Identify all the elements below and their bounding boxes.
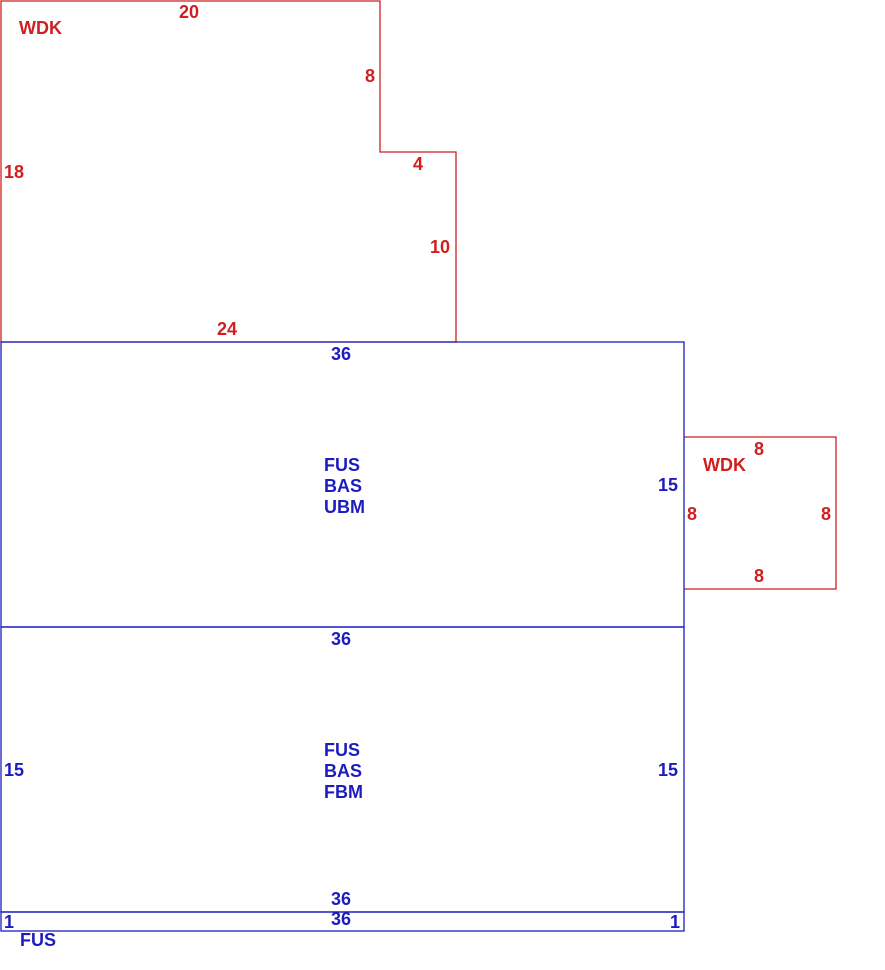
upper-deck-code: WDK bbox=[19, 18, 62, 38]
upper-section-code-2: BAS bbox=[324, 476, 362, 496]
upper-deck-step-dim: 4 bbox=[413, 154, 423, 174]
upper-deck-left-dim: 18 bbox=[4, 162, 24, 182]
side-deck-right-dim: 8 bbox=[821, 504, 831, 524]
lower-section-right-dim: 15 bbox=[658, 760, 678, 780]
upper-section-top-dim: 36 bbox=[331, 344, 351, 364]
strip-right-dim: 1 bbox=[670, 912, 680, 932]
upper-deck-outline bbox=[0, 0, 457, 343]
lower-section-top-dim: 36 bbox=[331, 629, 351, 649]
lower-section-code-2: BAS bbox=[324, 761, 362, 781]
upper-deck-notch-dim: 8 bbox=[365, 66, 375, 86]
side-deck-outline bbox=[684, 436, 837, 590]
upper-section-code-1: FUS bbox=[324, 455, 360, 475]
lower-section-code-3: FBM bbox=[324, 782, 363, 802]
side-deck-left-dim: 8 bbox=[687, 504, 697, 524]
upper-deck-top-dim: 20 bbox=[179, 2, 199, 22]
strip-outline bbox=[0, 911, 685, 932]
side-deck-code: WDK bbox=[703, 455, 746, 475]
side-deck-bottom-dim: 8 bbox=[754, 566, 764, 586]
side-deck-top-dim: 8 bbox=[754, 439, 764, 459]
lower-section-left-dim: 15 bbox=[4, 760, 24, 780]
lower-section-bottom-dim: 36 bbox=[331, 889, 351, 909]
upper-section-right-dim: 15 bbox=[658, 475, 678, 495]
strip-top-dim: 36 bbox=[331, 909, 351, 929]
strip-left-dim: 1 bbox=[4, 912, 14, 932]
upper-deck-right-dim: 10 bbox=[430, 237, 450, 257]
strip-code: FUS bbox=[20, 930, 56, 950]
lower-section-code-1: FUS bbox=[324, 740, 360, 760]
upper-section-code-3: UBM bbox=[324, 497, 365, 517]
upper-deck-bottom-dim: 24 bbox=[217, 319, 237, 339]
